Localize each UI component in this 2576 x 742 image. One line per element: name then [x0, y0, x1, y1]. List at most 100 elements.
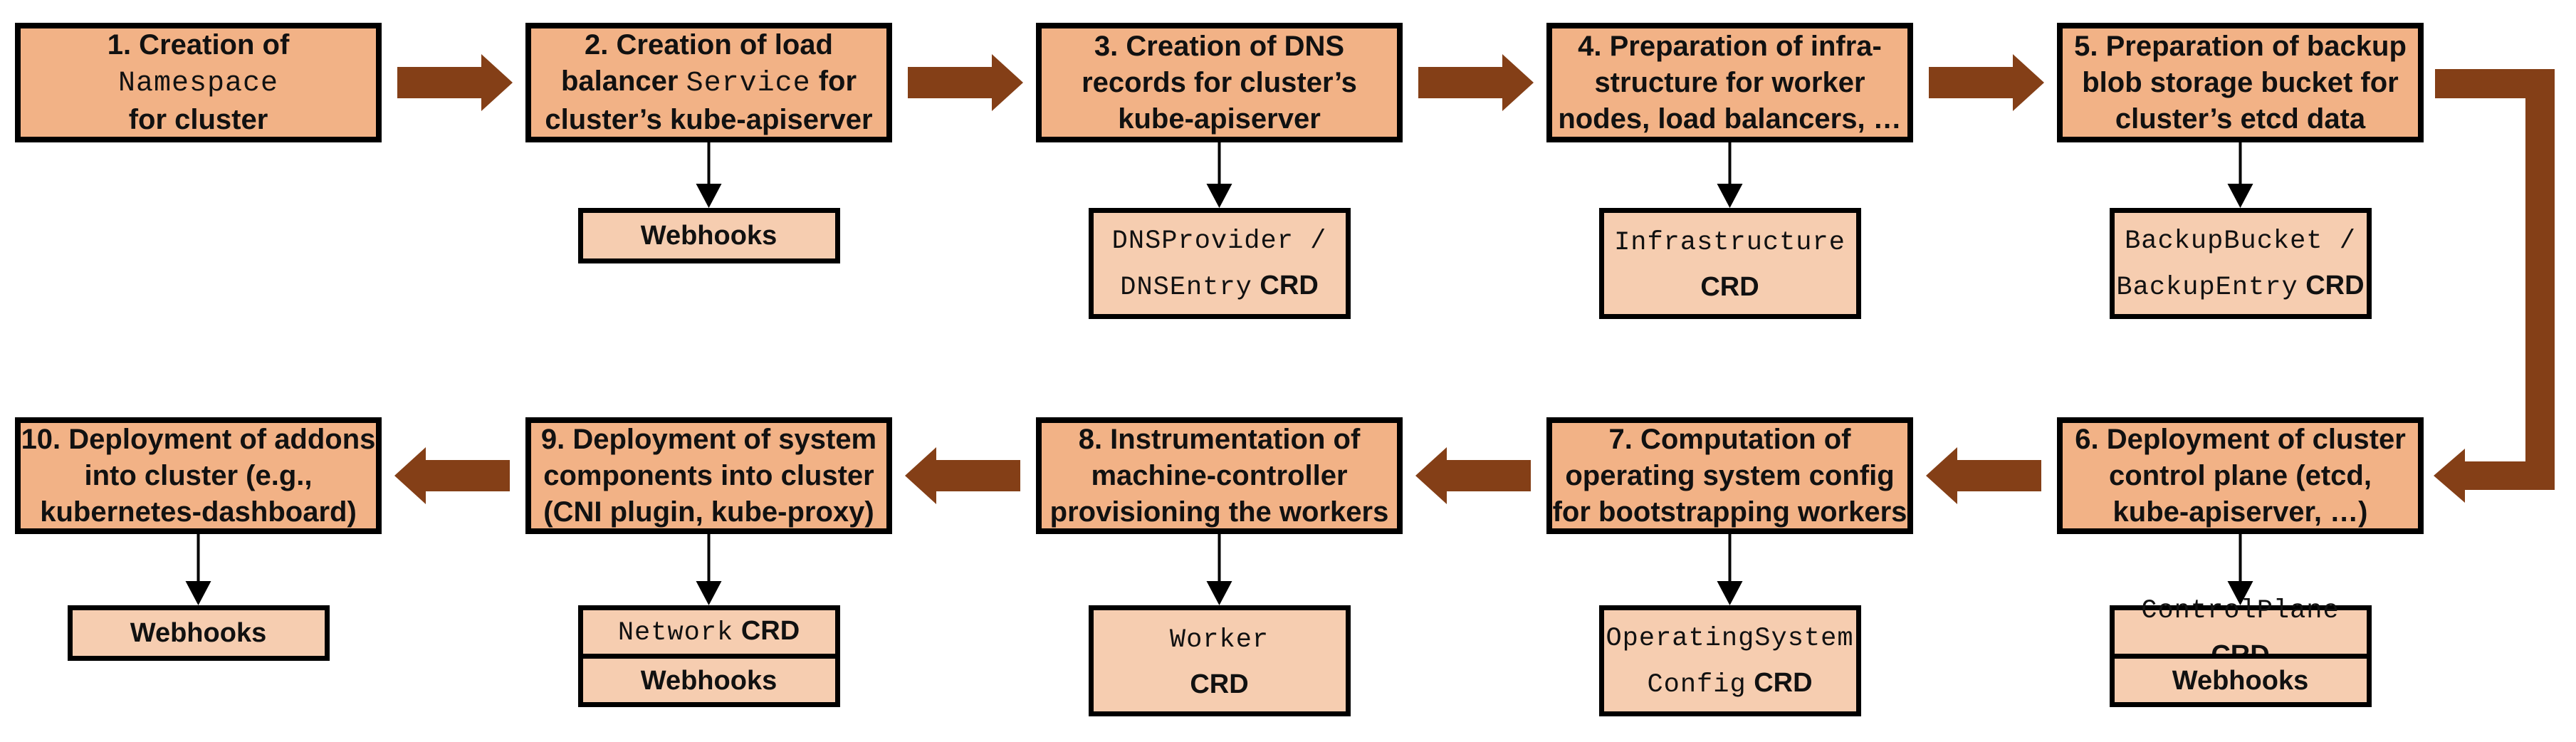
step-3-to-resources-arrow — [1206, 142, 1232, 208]
code-text-segment: Service — [686, 68, 811, 100]
step-4-label-line: structure for worker — [1552, 65, 1907, 101]
step-4-box: 4. Preparation of infra-structure for wo… — [1546, 23, 1913, 142]
text-segment: kube-apiserver, …) — [2112, 496, 2368, 528]
step-5-to-resources-arrow — [2227, 142, 2253, 208]
text-segment: CRD — [733, 616, 800, 646]
step-8-label-line: provisioning the workers — [1042, 494, 1397, 531]
step-7-label-line: operating system config — [1552, 458, 1907, 494]
step-6-box: 6. Deployment of cluster control plane (e… — [2057, 417, 2424, 534]
arrow-step-4-to-step-5 — [1929, 54, 2044, 111]
step-10-box: 10. Deployment of addons into cluster (e.… — [15, 417, 382, 534]
text-segment: 2. Creation of load — [585, 29, 833, 61]
step-9-crd-label: Network CRD — [583, 609, 835, 655]
text-segment: CRD — [1700, 271, 1759, 302]
step-3-label-line: records for cluster’s — [1042, 65, 1397, 101]
step-3-crd-line: DNSProvider / — [1094, 217, 1346, 263]
code-text-segment: Worker — [1169, 625, 1269, 655]
code-text-segment: OperatingSystem — [1606, 624, 1854, 654]
step-3-label-line: 3. Creation of DNS — [1042, 28, 1397, 65]
code-text-segment: DNSEntry — [1120, 273, 1252, 303]
step-3-crd-label: DNSProvider / DNSEntry CRD — [1094, 217, 1346, 310]
arrow-step-2-to-step-3 — [908, 54, 1023, 111]
step-1-label-line: 1. Creation of — [21, 27, 376, 63]
step-6-label: 6. Deployment of cluster control plane (e… — [2063, 422, 2418, 531]
text-segment: records for cluster’s — [1082, 66, 1357, 98]
step-7-label: 7. Computation of operating system config… — [1552, 422, 1907, 531]
step-3-crd-box: DNSProvider / DNSEntry CRD — [1088, 208, 1351, 319]
text-segment: control plane (etcd, — [2109, 459, 2372, 491]
step-10-label: 10. Deployment of addons into cluster (e.… — [21, 422, 376, 531]
step-2-to-resources-arrow — [696, 142, 722, 208]
arrow-step-1-to-step-2 — [397, 54, 513, 111]
step-9-to-resources-arrow — [696, 534, 722, 605]
step-7-box: 7. Computation of operating system config… — [1546, 417, 1913, 534]
text-segment: structure for worker — [1594, 66, 1865, 98]
step-4-label-line: 4. Preparation of infra- — [1552, 28, 1907, 65]
text-segment: 9. Deployment of system — [540, 423, 877, 455]
code-text-segment: Namespace — [117, 68, 279, 100]
arrow-step-3-to-step-4 — [1418, 54, 1534, 111]
text-segment: 4. Preparation of infra- — [1578, 30, 1882, 62]
step-9-label-line: 9. Deployment of system — [531, 422, 886, 458]
step-6-webhooks-line: Webhooks — [2115, 659, 2367, 703]
step-6-label-line: control plane (etcd, — [2063, 458, 2418, 494]
text-segment: provisioning the workers — [1049, 496, 1389, 528]
step-1-label-line: Namespace — [21, 63, 376, 102]
text-segment: into cluster (e.g., — [84, 459, 313, 491]
arrow-step-8-to-step-9 — [905, 447, 1020, 504]
step-10-to-resources-arrow — [185, 534, 211, 605]
step-5-crd-label: BackupBucket / BackupEntry CRD — [2115, 217, 2367, 310]
step-9-webhooks-line: Webhooks — [583, 659, 835, 703]
text-segment: kubernetes-dashboard) — [40, 496, 357, 528]
text-segment: 5. Preparation of backup — [2074, 30, 2407, 62]
step-2-webhooks-box: Webhooks — [577, 208, 840, 263]
step-7-crd-line: Config CRD — [1604, 661, 1856, 707]
code-text-segment: Infrastructure — [1614, 227, 1845, 258]
step-10-label-line: kubernetes-dashboard) — [21, 494, 376, 531]
arrow-step-9-to-step-10 — [394, 447, 510, 504]
text-segment: 6. Deployment of cluster — [2075, 423, 2406, 455]
code-text-segment: DNSProvider / — [1111, 226, 1327, 256]
step-8-crd-line: CRD — [1094, 662, 1346, 706]
step-5-crd-line: BackupBucket / — [2115, 217, 2367, 263]
step-6-label-line: 6. Deployment of cluster — [2063, 422, 2418, 458]
step-7-to-resources-arrow — [1717, 534, 1743, 605]
text-segment: machine-controller — [1091, 459, 1348, 491]
step-6-webhooks-box: Webhooks — [2109, 654, 2372, 707]
step-7-label-line: for bootstrapping workers — [1552, 494, 1907, 531]
step-3-crd-line: DNSEntry CRD — [1094, 263, 1346, 310]
text-segment: balancer — [560, 66, 686, 97]
step-10-webhooks-box: Webhooks — [67, 605, 330, 661]
text-segment: 10. Deployment of addons — [21, 423, 376, 455]
step-2-label-line: cluster’s kube-apiserver — [531, 102, 886, 138]
step-2-webhooks-label: Webhooks — [583, 214, 835, 258]
text-segment: Webhooks — [2172, 665, 2309, 696]
code-text-segment: BackupBucket / — [2125, 226, 2356, 256]
arrow-step-6-to-step-7 — [1926, 447, 2041, 504]
text-segment: operating system config — [1565, 459, 1895, 491]
step-7-crd-line: OperatingSystem — [1604, 615, 1856, 661]
step-6-label-line: kube-apiserver, …) — [2063, 494, 2418, 531]
text-segment: Webhooks — [130, 618, 267, 648]
text-segment: for — [810, 66, 857, 97]
step-10-webhooks-line: Webhooks — [73, 611, 325, 655]
text-segment: 7. Computation of — [1608, 423, 1851, 455]
step-9-webhooks-box: Webhooks — [577, 654, 840, 707]
step-8-crd-line: Worker — [1094, 616, 1346, 662]
step-5-crd-box: BackupBucket / BackupEntry CRD — [2109, 208, 2372, 319]
step-4-to-resources-arrow — [1717, 142, 1743, 208]
code-text-segment: BackupEntry — [2116, 273, 2298, 303]
step-2-label-line: 2. Creation of load — [531, 27, 886, 63]
step-5-crd-line: BackupEntry CRD — [2115, 263, 2367, 310]
